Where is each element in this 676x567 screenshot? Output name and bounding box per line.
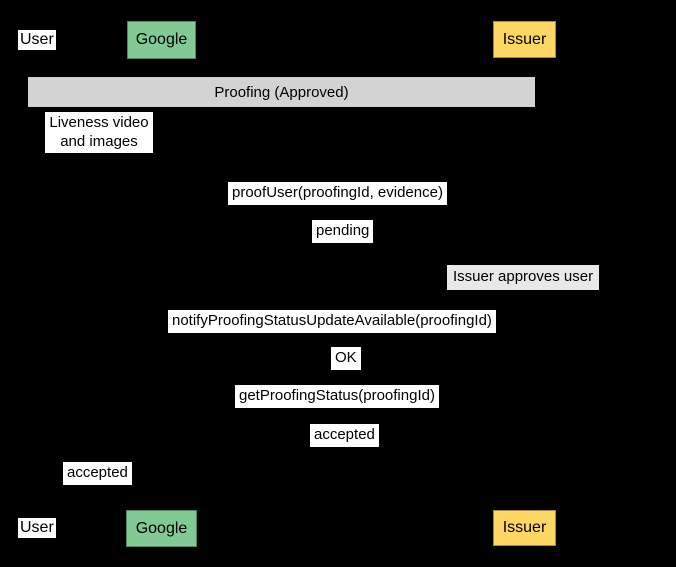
actor-google-bottom: Google bbox=[126, 510, 197, 547]
actor-issuer-top: Issuer bbox=[493, 21, 556, 58]
actor-google-label: Google bbox=[135, 31, 188, 48]
message-accepted-to-user: accepted bbox=[63, 462, 132, 485]
actor-user-bottom: User bbox=[18, 518, 56, 538]
message-pending: pending bbox=[312, 220, 374, 243]
proofing-approved-banner-label: Proofing (Approved) bbox=[214, 83, 349, 101]
actor-user-top: User bbox=[18, 30, 56, 50]
actor-issuer-bottom: Issuer bbox=[493, 510, 556, 546]
message-proofuser: proofUser(proofingId, evidence) bbox=[228, 182, 447, 205]
note-issuer-approves-user: Issuer approves user bbox=[447, 265, 600, 290]
message-get-proofing-status: getProofingStatus(proofingId) bbox=[235, 385, 439, 408]
actor-google-top: Google bbox=[127, 21, 196, 59]
message-accepted-to-google: accepted bbox=[310, 424, 379, 447]
actor-issuer-bottom-label: Issuer bbox=[502, 519, 547, 536]
message-notify-proofing-status-update-available: notifyProofingStatusUpdateAvailable(proo… bbox=[168, 310, 496, 333]
proofing-approved-banner: Proofing (Approved) bbox=[28, 77, 535, 107]
actor-google-bottom-label: Google bbox=[135, 519, 188, 537]
actor-issuer-label: Issuer bbox=[502, 30, 547, 48]
message-ok: OK bbox=[331, 347, 361, 370]
message-liveness-video-and-images: Liveness video and images bbox=[45, 112, 153, 153]
